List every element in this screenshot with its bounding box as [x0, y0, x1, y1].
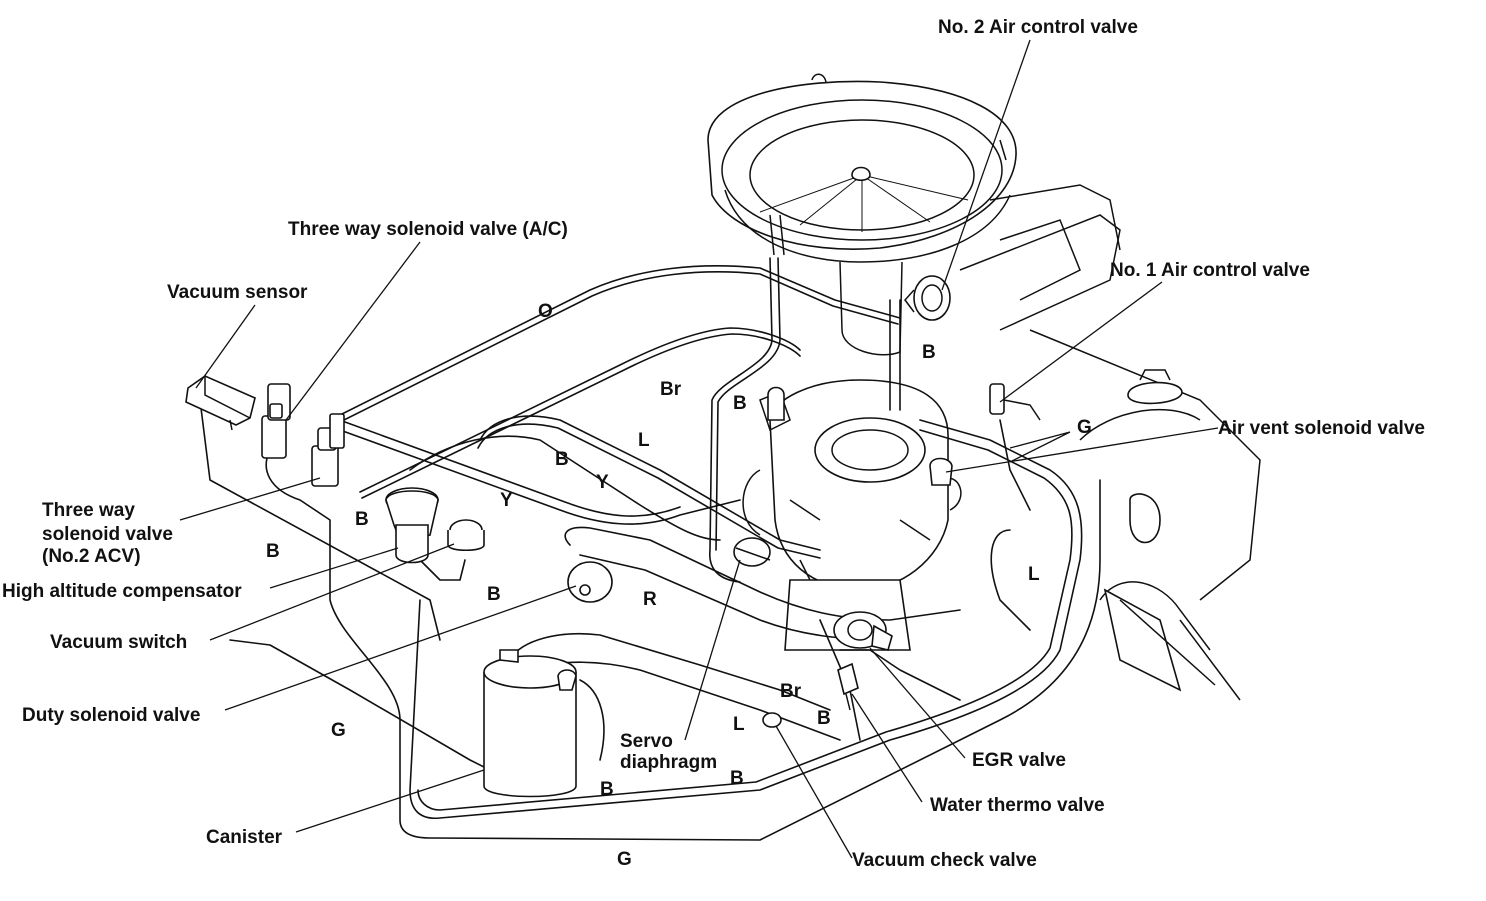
- hose-code-br-lower: Br: [780, 681, 802, 702]
- high-altitude-compensator-part: [385, 487, 439, 564]
- hose-code-br-upper: Br: [660, 379, 682, 400]
- hose-code-r: R: [643, 589, 657, 610]
- label-high-altitude-compensator: High altitude compensator: [2, 581, 242, 602]
- label-servo-diaphragm-1: Servo: [620, 731, 673, 752]
- no2-air-control-valve-part: [904, 275, 951, 321]
- canister-part: [483, 649, 577, 798]
- hose-code-b-lower: B: [730, 768, 744, 789]
- label-no1-air-control-valve: No. 1 Air control valve: [1110, 260, 1310, 281]
- label-canister: Canister: [206, 827, 283, 848]
- hose-code-b-lower-mid: B: [817, 708, 831, 729]
- hose-code-y-right: Y: [596, 472, 609, 493]
- no1-air-control-valve-part: [989, 383, 1041, 421]
- hose-code-b-left2: B: [266, 541, 280, 562]
- label-duty-solenoid-valve: Duty solenoid valve: [22, 705, 200, 726]
- label-servo-diaphragm-2: diaphragm: [620, 752, 717, 773]
- duty-solenoid-part: [567, 561, 613, 603]
- hose-code-g-bottom: G: [617, 849, 632, 870]
- hose-code-g-right: G: [1077, 417, 1092, 438]
- hose-code-l-upper: L: [638, 430, 650, 451]
- hose-code-b-bottom: B: [600, 779, 614, 800]
- vacuum-hoses: [199, 257, 1101, 841]
- air-vent-solenoid-part: [929, 457, 953, 486]
- water-thermo-valve-part: [837, 662, 859, 711]
- hose-code-l-lower: L: [733, 714, 745, 735]
- vacuum-switch-part: [447, 519, 485, 552]
- hose-code-b-upper-mid: B: [733, 393, 747, 414]
- label-no2-air-control-valve: No. 2 Air control valve: [938, 17, 1138, 38]
- label-vacuum-sensor: Vacuum sensor: [167, 282, 308, 303]
- label-three-way-solenoid-ac: Three way solenoid valve (A/C): [288, 219, 568, 240]
- hose-code-l-right: L: [1028, 564, 1040, 585]
- hose-code-b-mid: B: [555, 449, 569, 470]
- vacuum-check-valve-part: [762, 712, 782, 728]
- label-three-way-solenoid-acv-2: solenoid valve: [42, 524, 173, 545]
- servo-diaphragm-part: [733, 537, 771, 567]
- hose-code-y-left: Y: [500, 490, 513, 511]
- carburetor: [742, 261, 962, 651]
- hose-code-b-left1: B: [355, 509, 369, 530]
- label-vacuum-switch: Vacuum switch: [50, 632, 187, 653]
- label-water-thermo-valve: Water thermo valve: [930, 795, 1105, 816]
- label-three-way-solenoid-acv-1: Three way: [42, 500, 135, 521]
- label-three-way-solenoid-acv-3: (No.2 ACV): [42, 546, 141, 567]
- three-way-solenoid-acv-part: [311, 413, 345, 487]
- label-vacuum-check-valve: Vacuum check valve: [852, 850, 1037, 871]
- three-way-solenoid-ac-part: [261, 383, 291, 459]
- label-air-vent-solenoid-valve: Air vent solenoid valve: [1218, 418, 1425, 439]
- hose-code-b-hac: B: [487, 584, 501, 605]
- egr-valve-part: [833, 611, 893, 651]
- hose-code-b-upper-right: B: [922, 342, 936, 363]
- engine-body: [959, 184, 1261, 701]
- leader-lines: [179, 39, 1219, 859]
- hose-code-o: O: [538, 301, 553, 322]
- vacuum-sensor-part: [185, 375, 256, 431]
- air-cleaner: [707, 73, 1017, 263]
- label-egr-valve: EGR valve: [972, 750, 1066, 771]
- hose-code-g-left: G: [331, 720, 346, 741]
